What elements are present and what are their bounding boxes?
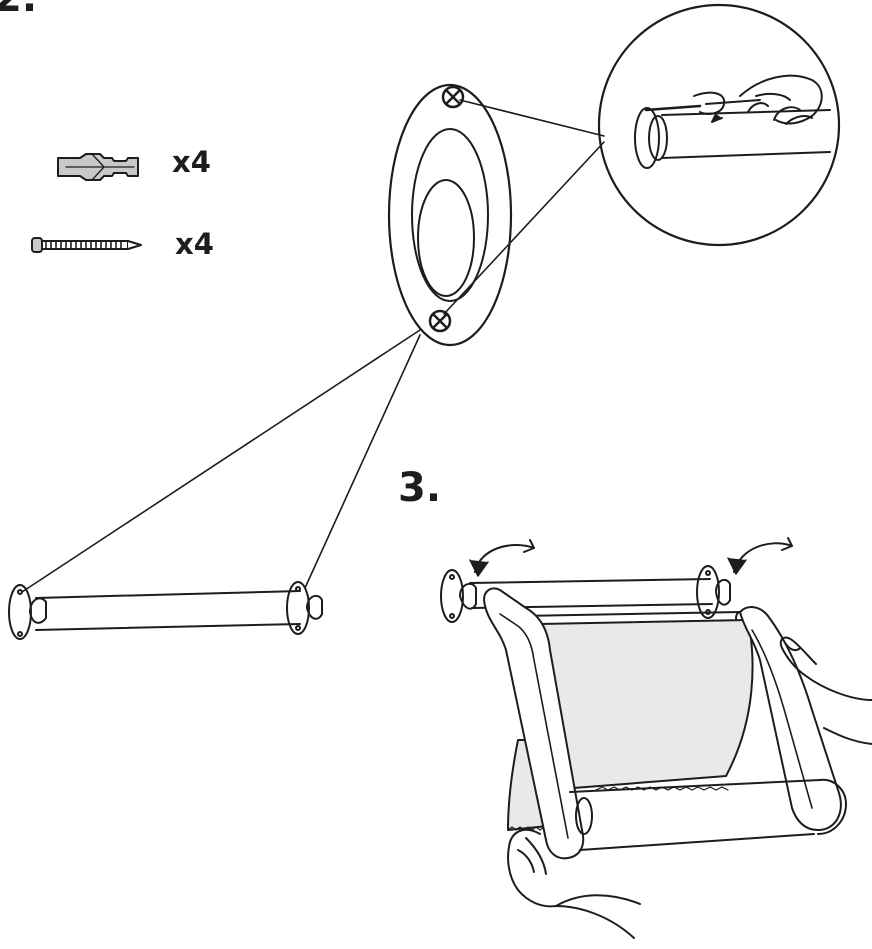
wall-plug-quantity: x4: [172, 145, 211, 179]
bracket-closeup: [387, 83, 513, 347]
step-number-label: 2.: [0, 0, 37, 18]
right-hand: [779, 636, 872, 745]
screw-quantity: x4: [175, 227, 214, 261]
screw-icon: [31, 237, 142, 253]
screwdriver-detail: [597, 3, 841, 247]
towel-rail: [8, 581, 323, 640]
screw-head-bottom-icon: [428, 309, 452, 333]
screw-head-top-icon: [441, 85, 465, 109]
step-number-label-3: 3.: [398, 465, 442, 511]
roll-holder-assembly: [440, 537, 872, 939]
left-hand: [507, 828, 641, 939]
wall-plug-icon: [57, 153, 139, 181]
